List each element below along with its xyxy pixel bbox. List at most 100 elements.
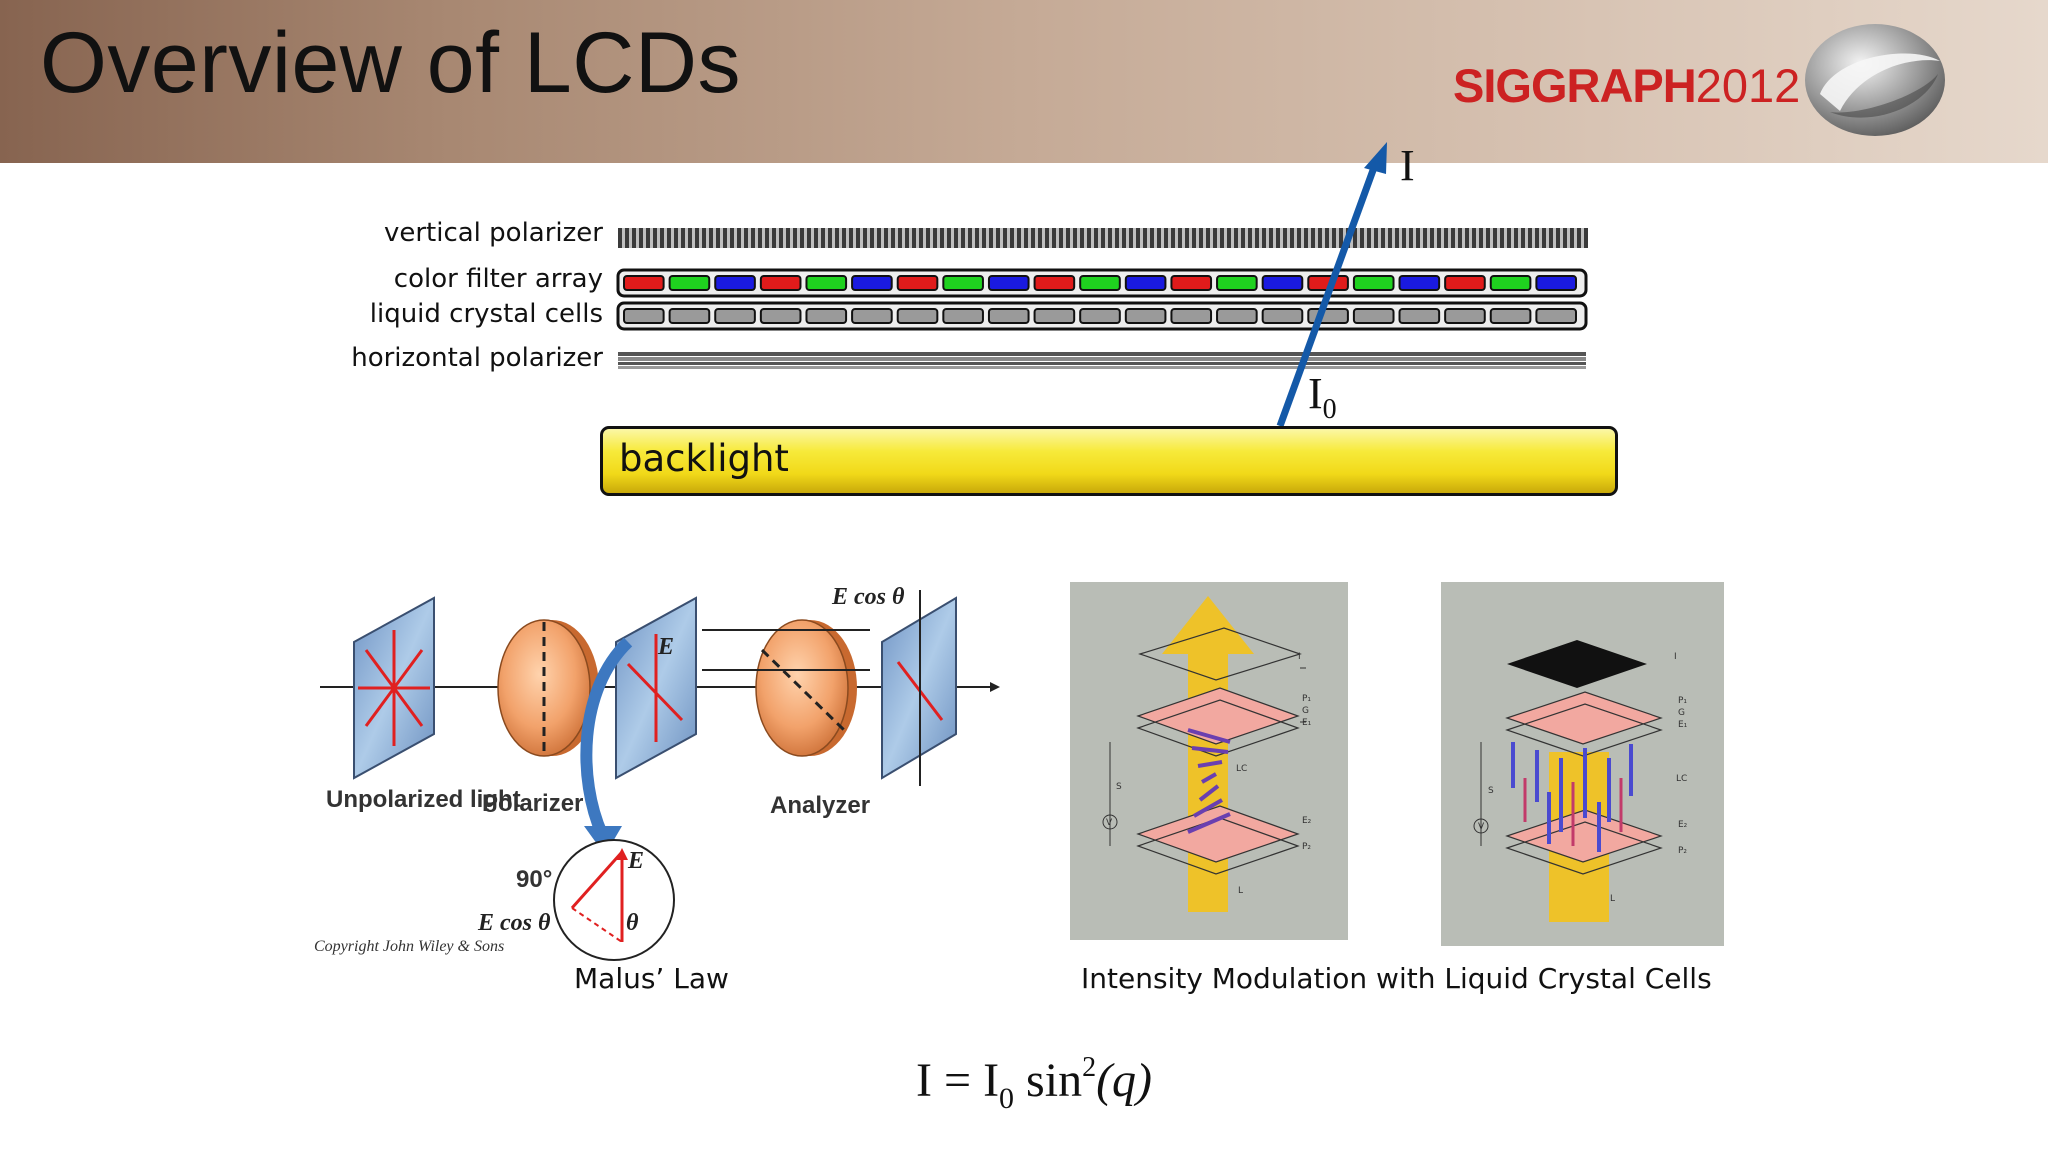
lc2-label-e2: E₂ (1678, 820, 1688, 830)
polarizer-stripe (1052, 228, 1056, 248)
polarizer-stripe (870, 228, 874, 248)
polarizer-stripe (1290, 228, 1294, 248)
polarizer-stripe (639, 228, 643, 248)
polarizer-stripe (1213, 228, 1217, 248)
lc1-label-l: L (1238, 886, 1244, 896)
liquid-crystal-cell (1216, 308, 1258, 324)
polarizer-stripe (1451, 228, 1455, 248)
polarizer-stripe (1437, 228, 1441, 248)
polarizer-stripe (1388, 228, 1392, 248)
color-filter-cell (1033, 275, 1076, 291)
backlight-bar: backlight (600, 426, 1618, 496)
aligned-lc-illustration (1473, 640, 1663, 922)
color-filter-cell (623, 275, 665, 291)
polarizer-stripe (940, 228, 944, 248)
polarizer-stripe (961, 228, 965, 248)
polarizer-stripe (898, 228, 902, 248)
polarizer-stripe (1577, 228, 1581, 248)
polarizer-stripe (765, 228, 769, 248)
polarizer-stripe (1108, 228, 1112, 248)
color-filter-cell (759, 275, 802, 291)
color-filter-cell (1489, 275, 1532, 291)
lc2-label-i: I (1674, 652, 1677, 662)
label-horizontal-polarizer: horizontal polarizer (351, 343, 603, 373)
polarizer-stripe (702, 228, 706, 248)
eq-exponent: 2 (1082, 1052, 1097, 1083)
polarizer-stripe (723, 228, 727, 248)
polarizer-stripe (1332, 228, 1336, 248)
polarizer-stripe (1038, 228, 1042, 248)
polarizer-stripe (1500, 228, 1504, 248)
polarizer-stripe (1150, 228, 1154, 248)
liquid-crystal-cell (1398, 308, 1441, 324)
polarizer-stripe (1423, 228, 1427, 248)
polarizer-stripe (1073, 228, 1077, 248)
lc-modulation-caption: Intensity Modulation with Liquid Crystal… (1081, 962, 1712, 995)
polarizer-stripe (681, 228, 685, 248)
ecos-theta-bottom-label: E cos θ (478, 910, 551, 936)
polarizer-stripe (856, 228, 860, 248)
polarizer-stripe (863, 228, 867, 248)
lc2-label-lc: LC (1676, 774, 1688, 784)
polarizer-stripe (1304, 228, 1308, 248)
output-intensity-label: I (1400, 141, 1415, 190)
color-filter-cell (1079, 275, 1121, 291)
polarizer-stripe (1241, 228, 1245, 248)
liquid-crystal-cell (1261, 308, 1304, 324)
color-filter-cell (1444, 275, 1486, 291)
polarizer-stripe (751, 228, 755, 248)
polarizer-stripe (1087, 228, 1091, 248)
polarizer-stripe (1535, 228, 1539, 248)
e-field-label: E (658, 634, 675, 660)
malus-law-figure (320, 590, 1000, 961)
color-filter-cell (1261, 275, 1304, 291)
horizontal-polarizer (618, 352, 1586, 370)
polarizer-stripe (877, 228, 881, 248)
polarizer-stripe (842, 228, 846, 248)
polarizer-stripe (1283, 228, 1287, 248)
polarizer-stripe (1122, 228, 1126, 248)
label-vertical-polarizer: vertical polarizer (383, 218, 603, 248)
polarizer-stripe (947, 228, 951, 248)
color-filter-cell (896, 275, 939, 291)
polarizer-stripe (779, 228, 783, 248)
polarizer-stripe (933, 228, 937, 248)
lc2-label-g: G (1678, 708, 1685, 718)
polarizer-stripe (758, 228, 762, 248)
polarizer-stripe (1458, 228, 1462, 248)
siggraph-logo-text: SIGGRAPH2012 (1453, 58, 1800, 113)
polarizer-stripe (667, 228, 671, 248)
polarizer-stripe (954, 228, 958, 248)
liquid-crystal-cells (616, 301, 1588, 331)
liquid-crystal-cell (1352, 308, 1395, 324)
lc1-label-i: I (1298, 652, 1301, 662)
polarizer-stripe (828, 228, 832, 248)
liquid-crystal-cell (623, 308, 665, 324)
slide-header: Overview of LCDs SIGGRAPH2012 (0, 0, 2048, 163)
polarizer-stripe (1248, 228, 1252, 248)
polarizer-stripe (1563, 228, 1567, 248)
liquid-crystal-cell (714, 308, 756, 324)
lc2-label-l: L (1610, 894, 1616, 904)
polarizer-stripe (1227, 228, 1231, 248)
siggraph-swirl-icon (1805, 24, 1945, 136)
label-color-filter-array: color filter array (393, 264, 603, 294)
eq-argument: (q) (1096, 1054, 1153, 1107)
polarizer-stripe (1444, 228, 1448, 248)
lc2-label-s: S (1488, 786, 1494, 796)
polarizer-stripe (1157, 228, 1161, 248)
polarizer-stripe (1521, 228, 1525, 248)
liquid-crystal-cell (668, 308, 711, 324)
polarizer-stripe (1395, 228, 1399, 248)
eq-subscript: 0 (999, 1082, 1015, 1115)
polarizer-stripe (1136, 228, 1140, 248)
polarizer-stripe (653, 228, 657, 248)
copyright-label: Copyright John Wiley & Sons (314, 938, 505, 955)
polarizer-stripe (1325, 228, 1329, 248)
polarizer-stripe (1493, 228, 1497, 248)
eq-lhs: I (916, 1054, 932, 1107)
polarizer-stripe (1430, 228, 1434, 248)
malus-law-caption: Malus’ Law (574, 962, 729, 995)
lc1-label-g: G (1302, 706, 1309, 716)
polarizer-stripe (1220, 228, 1224, 248)
